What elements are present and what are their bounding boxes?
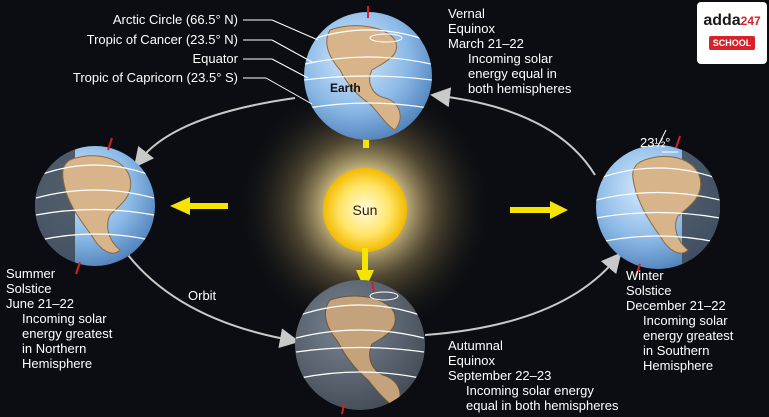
tropic-cancer-label: Tropic of Cancer (23.5° N) [87,32,238,47]
tilt-label: 23½° [640,135,671,150]
arrow-down [356,248,374,290]
vernal-line-1: Vernal [448,6,485,21]
winter-line-4: Incoming solar [643,313,728,328]
caption-winter: Winter Solstice December 21–22 Incoming … [626,268,734,373]
earth-vernal: Earth [304,6,432,140]
autumnal-line-5: equal in both hemispheres [466,398,619,413]
summer-line-3: June 21–22 [6,296,74,311]
sun-label: Sun [353,202,378,218]
earth-summer [35,137,155,275]
logo-brand: adda [703,12,741,29]
equator-label: Equator [192,51,238,66]
earth-winter: 23½° [596,129,720,277]
autumnal-line-1: Autumnal [448,338,503,353]
arrow-right [510,201,568,219]
vernal-line-5: energy equal in [468,66,557,81]
orbit-arc-vernal [430,87,596,176]
winter-line-2: Solstice [626,283,672,298]
arctic-circle-label: Arctic Circle (66.5° N) [113,12,238,27]
summer-line-1: Summer [6,266,56,281]
adda247-logo: adda247 SCHOOL [697,2,767,64]
orbit-arc-summer [133,97,296,168]
caption-autumnal: Autumnal Equinox September 22–23 Incomin… [448,338,619,413]
autumnal-line-2: Equinox [448,353,495,368]
winter-line-6: in Southern [643,343,710,358]
logo-wordmark: adda247 [697,12,767,30]
caption-summer: Summer Solstice June 21–22 Incoming sola… [6,266,113,371]
orbit-arc-winter [424,252,622,336]
vernal-line-4: Incoming solar [468,51,553,66]
arrow-left [170,197,228,215]
vernal-line-3: March 21–22 [448,36,524,51]
caption-vernal: Vernal Equinox March 21–22 Incoming sola… [448,6,572,96]
winter-line-3: December 21–22 [626,298,726,313]
sun [323,168,407,252]
earth-autumnal [295,280,425,415]
latitude-labels: Arctic Circle (66.5° N) Tropic of Cancer… [73,12,319,105]
logo-number: 247 [740,14,761,28]
logo-school-badge: SCHOOL [709,36,755,50]
autumnal-line-4: Incoming solar energy [466,383,594,398]
winter-line-7: Hemisphere [643,358,713,373]
vernal-line-6: both hemispheres [468,81,572,96]
winter-line-5: energy greatest [643,328,734,343]
orbit-arc-autumn [127,254,300,349]
tropic-capricorn-label: Tropic of Capricorn (23.5° S) [73,70,238,85]
summer-line-5: energy greatest [22,326,113,341]
summer-line-6: in Northern [22,341,86,356]
winter-line-1: Winter [626,268,664,283]
autumnal-line-3: September 22–23 [448,368,551,383]
summer-line-7: Hemisphere [22,356,92,371]
vernal-line-2: Equinox [448,21,495,36]
summer-line-2: Solstice [6,281,52,296]
earth-label: Earth [330,81,361,95]
summer-line-4: Incoming solar [22,311,107,326]
orbit-label: Orbit [188,288,217,303]
